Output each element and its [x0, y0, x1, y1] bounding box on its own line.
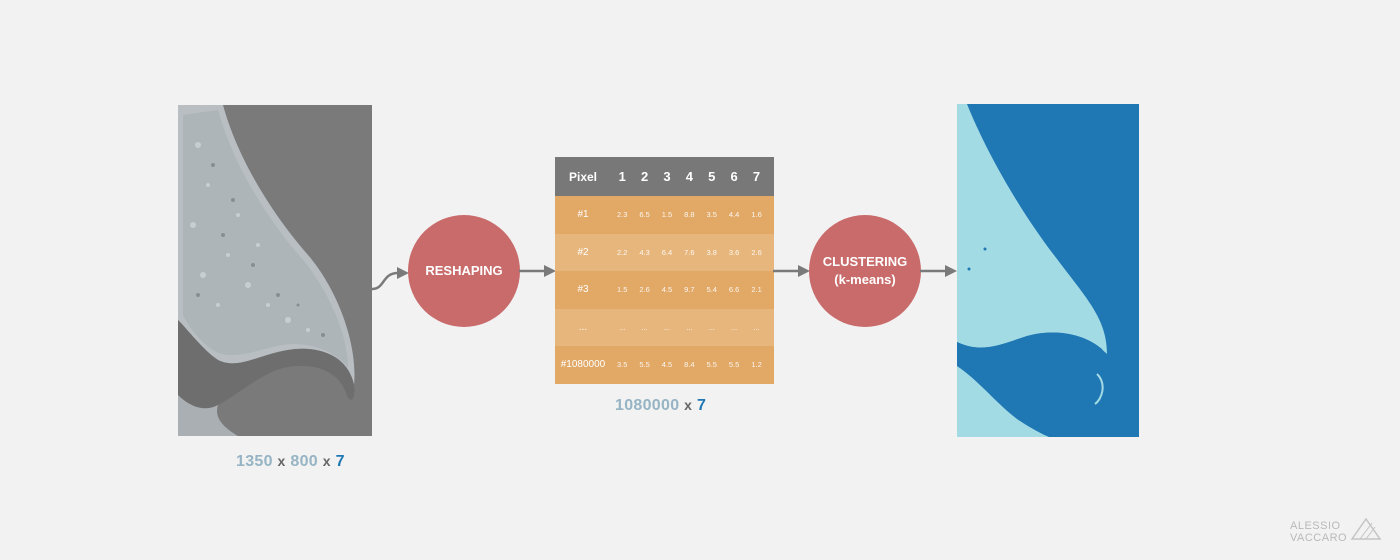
arrow-to-table — [519, 265, 556, 277]
pixel-id-cell: #1080000 — [560, 359, 606, 371]
value-cell: 2.3 — [616, 210, 628, 220]
value-cell: 1.5 — [616, 285, 628, 295]
value-cell: 8.8 — [684, 210, 695, 220]
reshaping-step: RESHAPING — [408, 215, 520, 327]
value-cell: ... — [686, 322, 693, 332]
value-cell: 2.2 — [616, 247, 628, 257]
header-cell: 6 — [730, 169, 738, 184]
header-cell: Pixel — [568, 169, 598, 184]
value-cell: 2.6 — [751, 247, 762, 257]
value-cell: 8.4 — [684, 360, 695, 370]
table-row: #1080000 3.5 5.5 4.5 8.4 5.5 5.5 1.2 — [555, 346, 774, 384]
clustering-method-label: (k-means) — [834, 272, 896, 287]
value-cell: ... — [641, 322, 648, 332]
value-cell: ... — [731, 322, 738, 332]
value-cell: 3.5 — [616, 360, 628, 370]
table-row: #2 2.2 4.3 6.4 7.6 3.8 3.6 2.6 — [555, 233, 774, 271]
clustered-output-image — [957, 104, 1139, 437]
pixel-id-cell: #2 — [577, 246, 589, 258]
value-cell: ... — [663, 322, 671, 332]
table-row: #3 1.5 2.6 4.5 9.7 5.4 6.6 2.1 — [555, 271, 774, 309]
clustering-label: CLUSTERING — [822, 254, 908, 270]
value-cell: 1.2 — [751, 360, 762, 370]
value-cell: 5.5 — [639, 360, 650, 370]
table-dimensions: 1080000 x 7 — [615, 397, 706, 415]
value-cell: 7.6 — [684, 247, 695, 257]
clustering-step: CLUSTERING (k-means) — [809, 215, 921, 327]
value-cell: 3.6 — [728, 247, 740, 257]
dim-bands: 7 — [335, 453, 345, 470]
header-cell: 4 — [685, 169, 693, 184]
dim-width: 1350 — [236, 453, 273, 470]
pixel-id-cell: ... — [578, 321, 588, 333]
value-cell: 6.6 — [728, 285, 740, 295]
pixel-id-cell: #1 — [577, 209, 589, 221]
watermark: ALESSIO VACCARO — [1290, 520, 1347, 544]
value-cell: 6.5 — [639, 210, 650, 220]
value-cell: 1.5 — [661, 210, 673, 220]
header-cell: 5 — [708, 169, 716, 184]
table-header: Pixel 1 2 3 4 5 6 7 — [555, 157, 774, 196]
pixel-id-cell: #3 — [577, 284, 589, 296]
value-cell: 2.6 — [639, 285, 650, 295]
value-cell: 6.4 — [661, 247, 673, 257]
value-cell: 5.4 — [706, 285, 717, 295]
arrow-to-output — [920, 265, 957, 277]
table-row: #1 2.3 6.5 1.5 8.8 3.5 4.4 1.6 — [555, 196, 774, 234]
header-cell: 3 — [663, 169, 671, 184]
dim-rows: 1080000 — [615, 397, 680, 414]
arrow-to-reshaping — [371, 267, 409, 291]
value-cell: ... — [708, 322, 715, 332]
value-cell: 3.8 — [706, 247, 717, 257]
value-cell: ... — [619, 322, 626, 332]
satellite-image — [178, 105, 372, 436]
pixel-table: Pixel 1 2 3 4 5 6 7 #1 2.3 6.5 1.5 8.8 3… — [555, 157, 774, 384]
table-row: ... ... ... ... ... ... ... ... — [555, 308, 774, 346]
arrow-to-clustering — [773, 265, 810, 277]
input-dimensions: 1350 x 800 x 7 — [236, 453, 345, 471]
header-cell: 1 — [618, 169, 626, 184]
value-cell: 9.7 — [684, 285, 695, 295]
value-cell: 2.1 — [751, 285, 762, 295]
value-cell: 4.4 — [728, 210, 740, 220]
watermark-logo — [1350, 517, 1382, 540]
watermark-line2: VACCARO — [1290, 532, 1348, 544]
dim-cols: 7 — [696, 397, 707, 414]
dim-x-sep: x — [684, 397, 693, 413]
value-cell: 4.5 — [661, 285, 673, 295]
value-cell: 1.6 — [751, 210, 762, 220]
value-cell: 4.5 — [661, 360, 673, 370]
dim-height: 800 — [290, 453, 318, 470]
header-cell: 7 — [752, 169, 761, 184]
watermark-line1: ALESSIO — [1290, 520, 1341, 532]
value-cell: ... — [753, 322, 760, 332]
value-cell: 3.5 — [706, 210, 717, 220]
value-cell: 5.5 — [706, 360, 717, 370]
dim-x-sep: x — [322, 453, 331, 469]
reshaping-label: RESHAPING — [425, 263, 503, 279]
value-cell: 4.3 — [639, 247, 650, 257]
dim-x-sep: x — [277, 453, 286, 469]
value-cell: 5.5 — [728, 360, 740, 370]
header-cell: 2 — [640, 169, 649, 184]
